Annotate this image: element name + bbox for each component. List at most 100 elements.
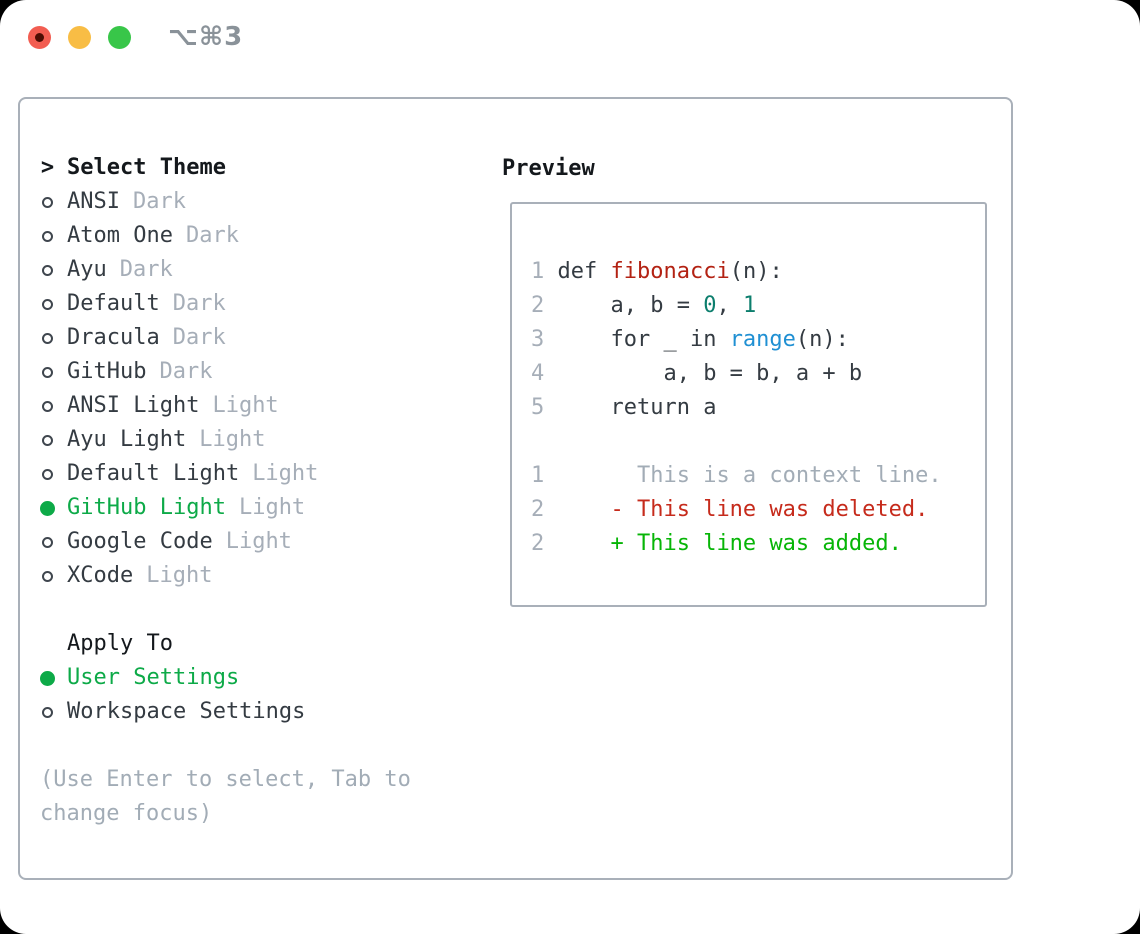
close-button[interactable] — [28, 26, 51, 49]
radio-ring — [42, 434, 53, 446]
line-number: 2 — [531, 293, 545, 318]
code-preview: 1 def fibonacci(n): 2 a, b = 0, 1 3 for _ … — [531, 255, 979, 561]
keyboard-hint-text: (Use Enter to select, Tab to change focu… — [40, 767, 411, 826]
close-button-dot-icon — [35, 33, 44, 42]
radio-icon — [40, 400, 55, 412]
code-segment: 1 — [742, 293, 757, 318]
radio-ring — [42, 196, 53, 208]
theme-list-item[interactable]: Default Dark — [40, 287, 490, 321]
item-variant-label: Dark — [172, 291, 226, 316]
code-segment: (n): — [729, 259, 783, 284]
code-segment: a, b = — [557, 293, 704, 318]
item-variant-label: Dark — [132, 189, 186, 214]
item-label: ANSI — [67, 189, 120, 214]
item-label: GitHub Light — [67, 495, 226, 520]
code-line: 5 return a — [531, 391, 979, 425]
code-segment: a, b = b, a + b — [557, 361, 863, 386]
radio-ring — [42, 264, 53, 276]
item-variant-label: Light — [212, 393, 279, 418]
code-line: 4 a, b = b, a + b — [531, 357, 979, 391]
radio-icon — [40, 434, 55, 446]
select-theme-header-row: > Select Theme — [40, 151, 490, 185]
item-label: Ayu — [67, 257, 107, 282]
spacer — [40, 729, 490, 763]
radio-ring — [42, 230, 53, 242]
apply-to-item[interactable]: User Settings — [40, 661, 490, 695]
item-label: Default — [67, 291, 160, 316]
theme-list-item[interactable]: Ayu Dark — [40, 253, 490, 287]
item-label: User Settings — [67, 665, 240, 690]
code-line: 1 This is a context line. — [531, 459, 979, 493]
item-variant-label: Dark — [159, 359, 213, 384]
item-label: Ayu Light — [67, 427, 187, 452]
code-segment: , — [716, 293, 743, 318]
line-number: 2 — [531, 497, 545, 522]
radio-selected-icon — [40, 670, 55, 686]
theme-list-item[interactable]: Ayu Light Light — [40, 423, 490, 457]
code-segment: for _ in — [557, 327, 730, 352]
item-label: Atom One — [67, 223, 173, 248]
radio-ring — [42, 400, 53, 412]
radio-icon — [40, 536, 55, 548]
radio-ring — [42, 570, 53, 582]
maximize-button[interactable] — [108, 26, 131, 49]
radio-icon — [40, 570, 55, 582]
radio-icon — [40, 706, 55, 718]
radio-ring — [42, 298, 53, 310]
code-line: 1 def fibonacci(n): — [531, 255, 979, 289]
radio-dot — [40, 670, 55, 686]
item-label: Dracula — [67, 325, 160, 350]
spacer — [40, 593, 490, 627]
code-segment: return a — [557, 395, 717, 420]
theme-list-item[interactable]: ANSI Dark — [40, 185, 490, 219]
item-label: ANSI Light — [67, 393, 200, 418]
line-number: 1 — [531, 463, 545, 488]
line-number: 5 — [531, 395, 545, 420]
code-segment: + This line was added. — [557, 531, 902, 556]
radio-icon — [40, 366, 55, 378]
item-variant-label: Light — [199, 427, 266, 452]
item-variant-label: Dark — [172, 325, 226, 350]
radio-selected-icon — [40, 500, 55, 516]
radio-ring — [42, 706, 53, 718]
apply-to-item[interactable]: Workspace Settings — [40, 695, 490, 729]
item-variant-label: Dark — [185, 223, 239, 248]
item-variant-label: Dark — [119, 257, 173, 282]
radio-dot — [40, 500, 55, 516]
theme-list-item[interactable]: ANSI Light Light — [40, 389, 490, 423]
radio-icon — [40, 332, 55, 344]
code-line: 2 + This line was added. — [531, 527, 979, 561]
radio-ring — [42, 468, 53, 480]
radio-icon — [40, 196, 55, 208]
code-segment: (n): — [795, 327, 849, 352]
code-segment: This is a context line. — [557, 463, 942, 488]
code-segment: range — [729, 327, 796, 352]
theme-list-item[interactable]: GitHub Light Light — [40, 491, 490, 525]
code-line — [531, 425, 979, 459]
radio-icon — [40, 298, 55, 310]
line-number: 3 — [531, 327, 545, 352]
code-segment: 0 — [703, 293, 717, 318]
preview-title: Preview — [502, 155, 595, 181]
code-line: 2 - This line was deleted. — [531, 493, 979, 527]
code-segment: - This line was deleted. — [557, 497, 929, 522]
item-label: Default Light — [67, 461, 240, 486]
item-variant-label: Light — [238, 495, 306, 520]
theme-list-item[interactable]: Dracula Dark — [40, 321, 490, 355]
titlebar: ⌥⌘3 — [0, 0, 1140, 74]
apply-to-header-row: Apply To — [40, 627, 490, 661]
line-number: 2 — [531, 531, 545, 556]
prompt-caret-icon: > — [40, 155, 55, 180]
code-segment: def — [557, 259, 611, 284]
radio-icon — [40, 264, 55, 276]
minimize-button[interactable] — [68, 26, 91, 49]
theme-list-item[interactable]: Atom One Dark — [40, 219, 490, 253]
select-theme-title: Select Theme — [67, 155, 226, 180]
